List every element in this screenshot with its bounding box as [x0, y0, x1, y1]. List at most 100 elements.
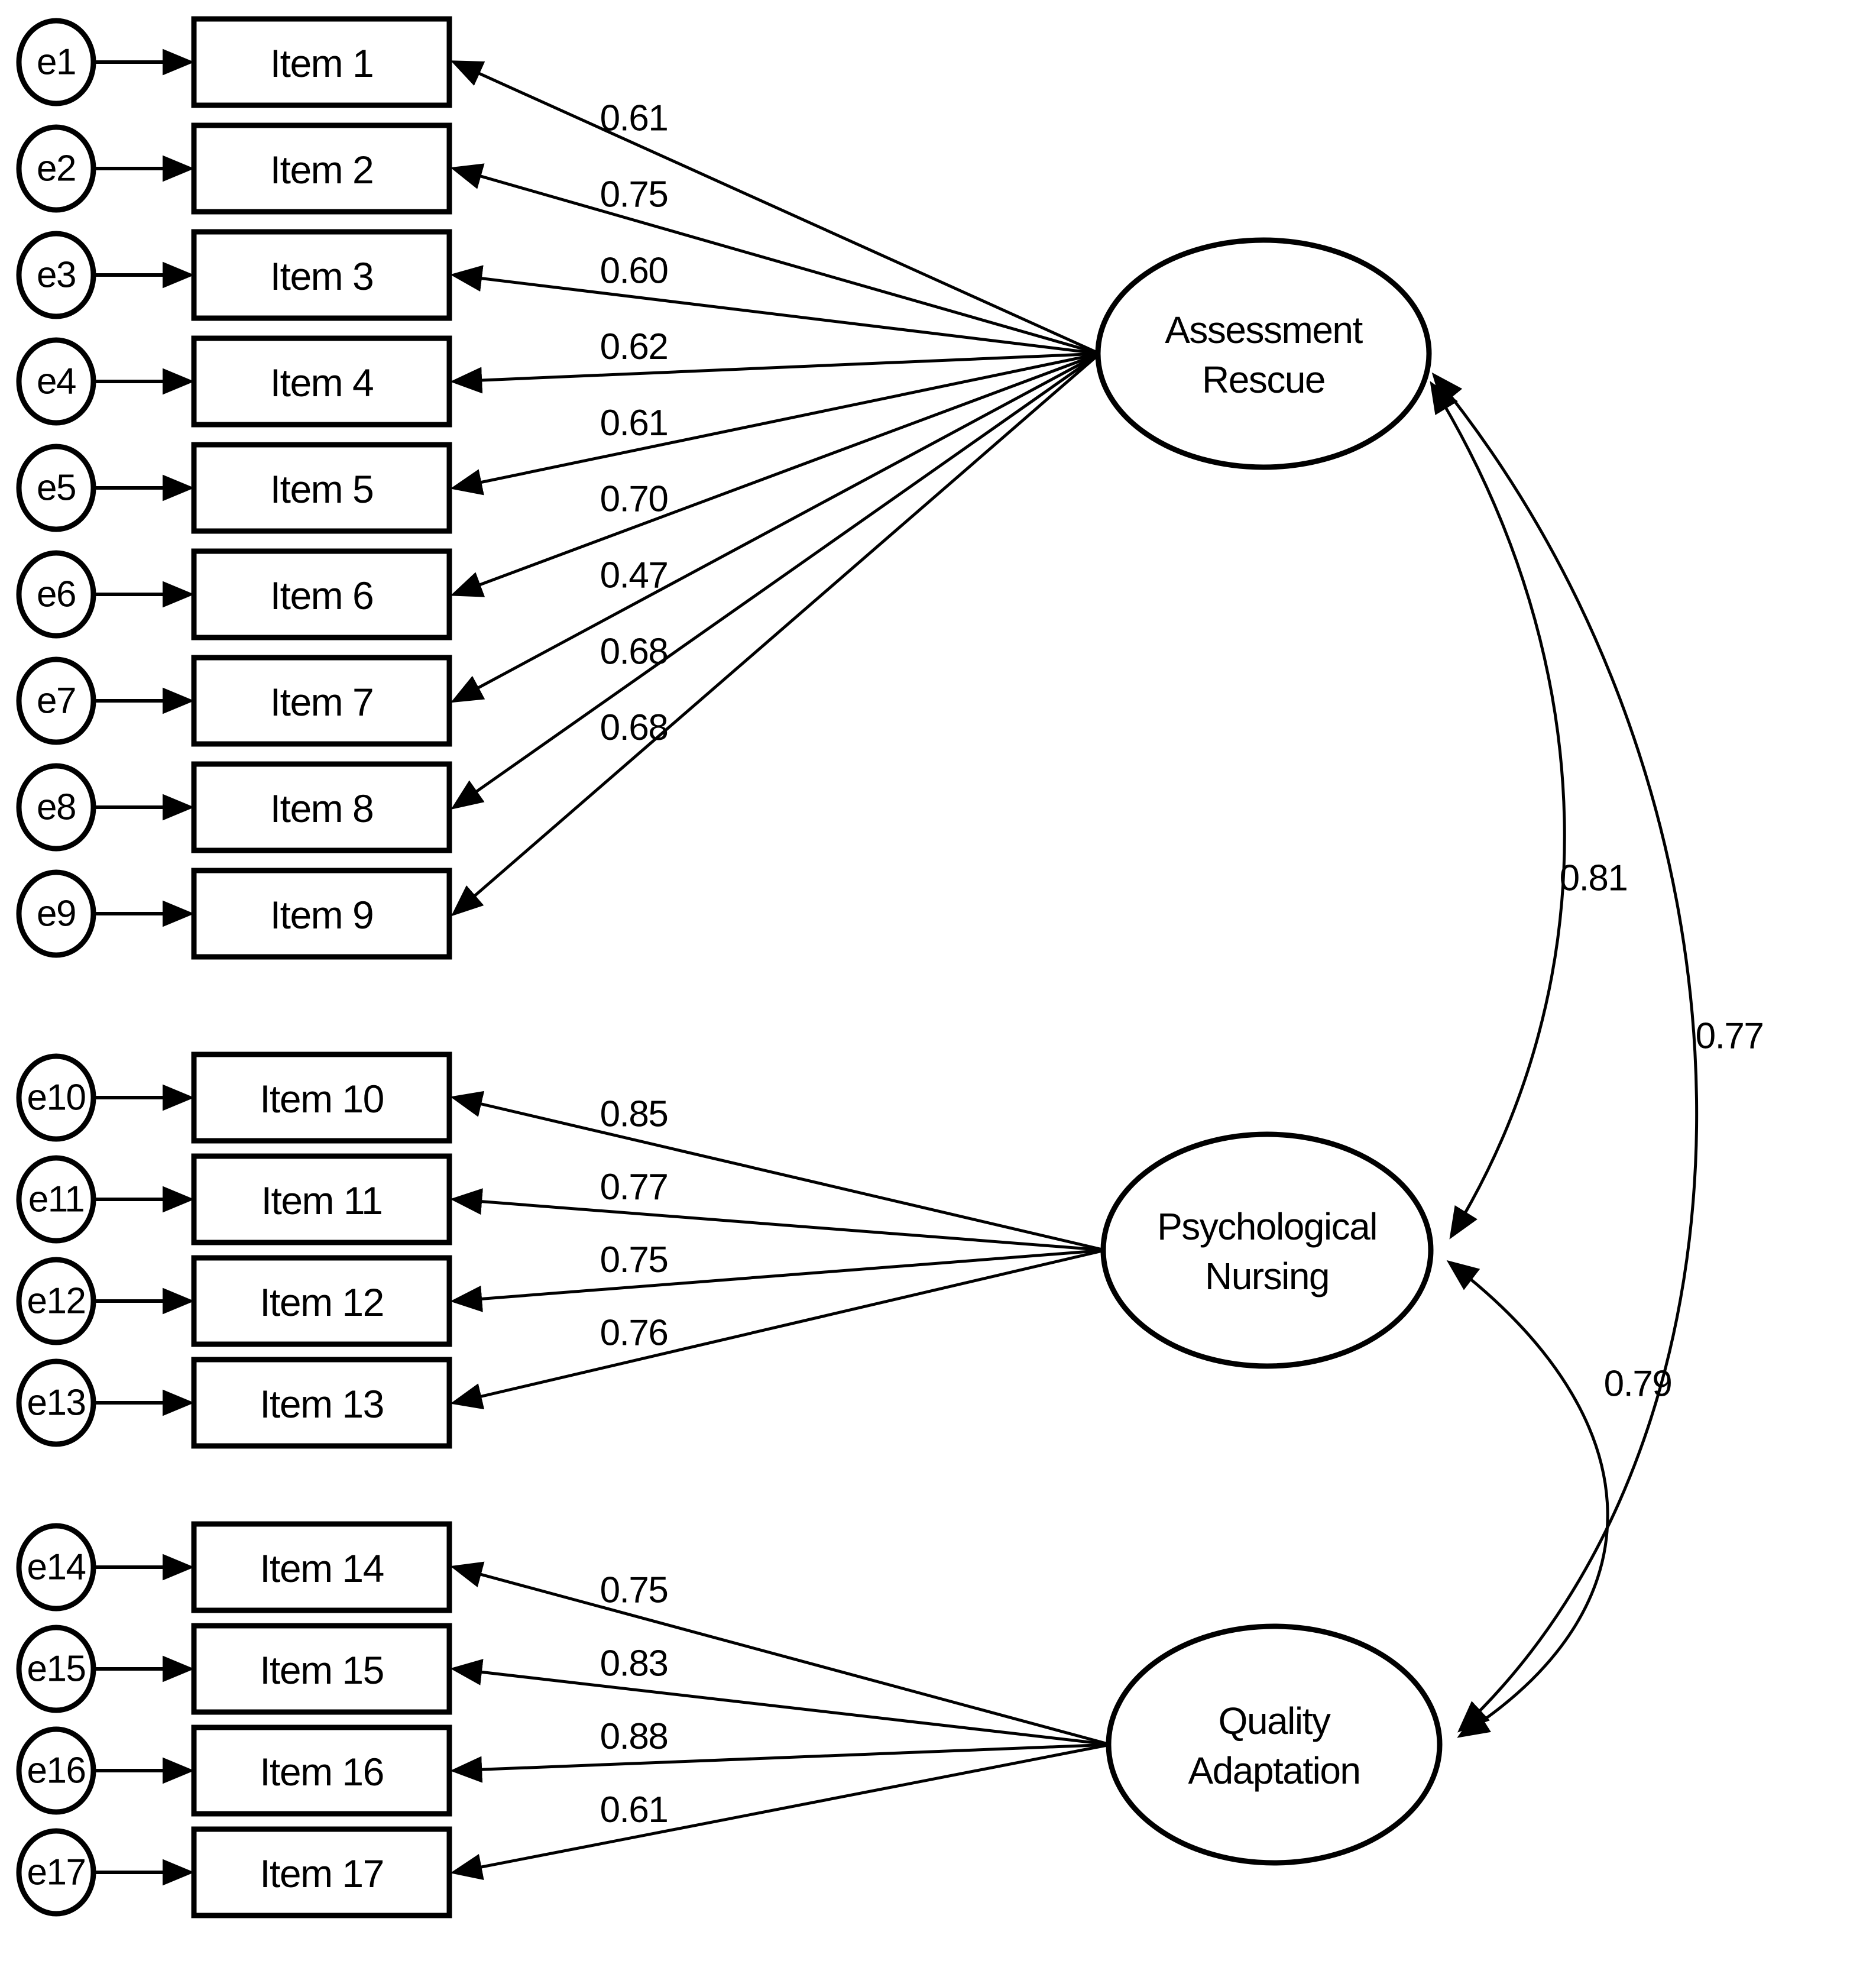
loading-arrow [451, 352, 1101, 917]
error-term-label-e11: e11 [28, 1179, 84, 1220]
loading-arrow [450, 163, 1100, 355]
indicator-row-item-17: 0.61 e17 Item 17 [16, 1743, 1111, 1918]
error-term-label-e4: e4 [37, 361, 76, 402]
item-label: Item 1 [270, 41, 373, 85]
loading-value-label: 0.75 [600, 174, 668, 215]
item-box-item-14 [191, 1521, 452, 1613]
item-box-item-7 [191, 655, 452, 747]
indicator-row-item-3: 0.60 e3 Item 3 [16, 229, 1100, 355]
item-box-item-15 [191, 1623, 452, 1715]
item-label: Item 15 [260, 1648, 384, 1692]
indicator-row-item-7: 0.47 e7 Item 7 [16, 352, 1101, 747]
item-label: Item 2 [270, 148, 373, 192]
loading-arrow [450, 265, 1100, 355]
item-box-item-9 [191, 868, 452, 960]
loading-value-label: 0.75 [600, 1570, 668, 1610]
factor-label-line2: Adaptation [1188, 1749, 1360, 1792]
item-label: Item 16 [260, 1750, 384, 1794]
correlation-value-label: 0.81 [1560, 858, 1628, 899]
loading-value-label: 0.76 [600, 1313, 668, 1354]
item-box-item-3 [191, 229, 452, 321]
loading-value-label: 0.61 [600, 1790, 668, 1830]
loading-value-label: 0.47 [600, 555, 668, 596]
error-term-label-e10: e10 [27, 1078, 86, 1118]
loading-value-label: 0.77 [600, 1167, 668, 1208]
error-term-label-e13: e13 [27, 1383, 86, 1423]
item-label: Item 10 [260, 1077, 384, 1121]
error-term-label-e7: e7 [37, 681, 76, 721]
item-label: Item 17 [260, 1852, 384, 1895]
correlation-psychological-nursing--quality-adaptation: 0.79 [1446, 1260, 1673, 1738]
item-box-item-12 [191, 1255, 452, 1347]
item-box-item-2 [191, 122, 452, 215]
indicator-row-item-11: 0.77 e11 Item 11 [16, 1153, 1106, 1252]
item-box-item-1 [191, 16, 452, 108]
correlation-curve [1431, 372, 1699, 1733]
item-box-item-11 [191, 1153, 452, 1245]
item-label: Item 13 [260, 1382, 384, 1426]
loading-arrow [450, 352, 1100, 597]
factor-ellipse-quality-adaptation [1106, 1623, 1443, 1866]
loading-arrow [450, 1091, 1106, 1252]
loading-value-label: 0.88 [600, 1716, 668, 1757]
loading-arrow [450, 1561, 1111, 1746]
item-label: Item 9 [270, 893, 373, 937]
correlation-curve [1446, 1260, 1609, 1738]
item-label: Item 3 [270, 254, 373, 298]
factor-label-line1: Assessment [1165, 309, 1363, 351]
indicator-row-item-16: 0.88 e16 Item 16 [16, 1716, 1111, 1817]
factor-ellipse-assessment-rescue [1095, 237, 1432, 470]
loading-arrow [450, 1743, 1111, 1783]
item-label: Item 5 [270, 467, 373, 511]
loading-arrow [451, 352, 1101, 703]
item-box-item-10 [191, 1051, 452, 1144]
item-label: Item 11 [261, 1179, 383, 1222]
loading-arrow [450, 1659, 1111, 1746]
loading-arrow [450, 352, 1100, 394]
loading-value-label: 0.85 [600, 1093, 668, 1134]
item-box-item-4 [191, 335, 452, 428]
error-term-label-e5: e5 [37, 468, 76, 509]
error-term-label-e8: e8 [37, 787, 76, 828]
correlation-value-label: 0.79 [1604, 1364, 1672, 1405]
error-term-label-e9: e9 [37, 894, 76, 934]
error-term-label-e17: e17 [27, 1852, 86, 1893]
factor-label-line1: Quality [1219, 1700, 1331, 1742]
correlation-assessment-rescue--quality-adaptation: 0.77 [1431, 372, 1764, 1733]
factor-label-line1: Psychological [1157, 1205, 1377, 1248]
loading-arrow [450, 1188, 1106, 1252]
loading-value-label: 0.70 [600, 479, 668, 520]
error-term-label-e16: e16 [27, 1750, 86, 1791]
item-box-item-8 [191, 761, 452, 853]
item-box-item-13 [191, 1357, 452, 1449]
loading-value-label: 0.61 [600, 403, 668, 444]
error-term-label-e15: e15 [27, 1649, 86, 1690]
item-box-item-5 [191, 442, 452, 534]
correlation-curve [1430, 381, 1566, 1240]
error-term-label-e3: e3 [37, 255, 76, 296]
loading-arrow [450, 60, 1101, 355]
loading-value-label: 0.60 [600, 250, 668, 291]
loading-value-label: 0.61 [600, 98, 668, 139]
item-label: Item 14 [260, 1546, 384, 1590]
factor-ellipse-psychological-nursing [1100, 1131, 1434, 1369]
error-term-label-e14: e14 [27, 1547, 86, 1588]
loading-arrow [450, 1248, 1106, 1410]
correlation-value-label: 0.77 [1696, 1016, 1764, 1057]
loading-value-label: 0.75 [600, 1240, 668, 1280]
correlation-assessment-rescue--psychological-nursing: 0.81 [1430, 381, 1628, 1240]
item-label: Item 7 [270, 680, 373, 724]
loading-arrow [450, 1248, 1106, 1312]
error-term-label-e6: e6 [37, 574, 76, 615]
item-box-item-6 [191, 548, 452, 640]
